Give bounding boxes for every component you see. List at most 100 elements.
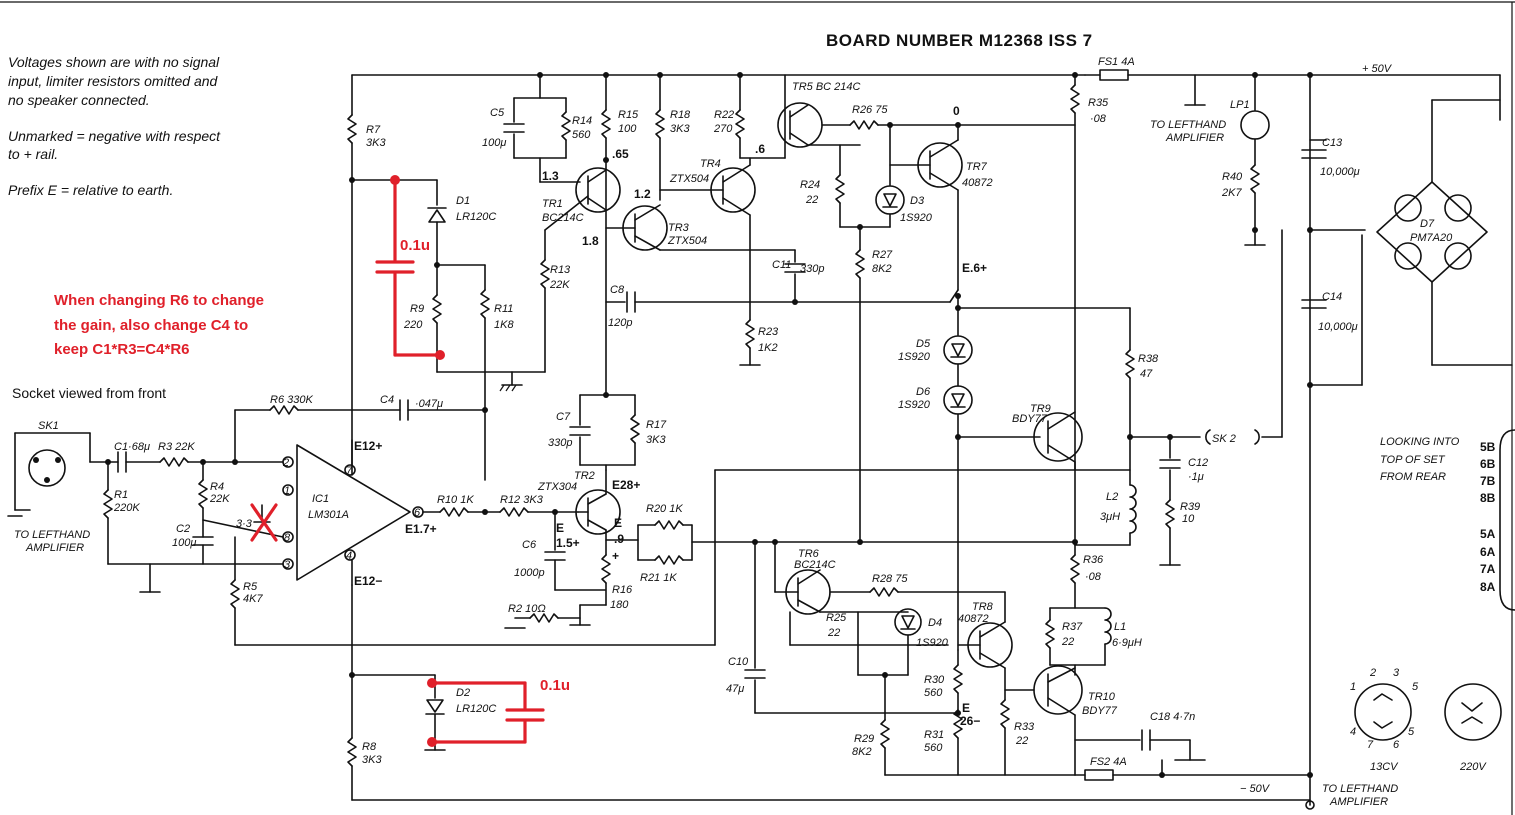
volt-26: 26−: [960, 714, 980, 728]
lbl-c4: C4: [380, 394, 394, 406]
ic1-opamp: [296, 444, 411, 581]
r18-resistor: [655, 109, 665, 139]
d4-diode-icon: [901, 615, 915, 629]
r31-resistor: [953, 709, 963, 739]
lbl-r25: R25: [826, 612, 847, 624]
lbl-d2: D2: [456, 687, 470, 699]
lbl-sk2: SK 2: [1212, 433, 1236, 445]
lbl-r11: R11: [494, 303, 513, 315]
lbl-r5v: 4K7: [243, 593, 263, 605]
din-pin-7: 7: [1367, 739, 1374, 751]
r23-resistor: [745, 319, 755, 349]
lbl-tr4v: ZTX504: [669, 173, 709, 185]
lbl-r14: R14: [572, 115, 592, 127]
r1-resistor: [103, 489, 113, 519]
volt-09: .9: [614, 532, 624, 546]
r29-resistor: [880, 719, 890, 749]
din-pin-5b: 5: [1408, 726, 1415, 738]
note-line-4: Unmarked = negative with respect: [8, 128, 221, 144]
r36-resistor: [1070, 554, 1080, 584]
lbl-r38: R38: [1138, 353, 1159, 365]
lbl-to-left-amp-bot: TO LEFTHAND: [1322, 783, 1398, 795]
lbl-l1v: 6·9μH: [1112, 637, 1142, 649]
lp1-lamp: [1240, 110, 1270, 140]
r26-resistor: [849, 120, 879, 130]
lbl-to-left-amp-in: TO LEFTHAND: [14, 529, 90, 541]
lbl-r36v: ·08: [1085, 571, 1102, 583]
lbl-d1v: LR120C: [456, 211, 496, 223]
volt-1-5: 1.5+: [556, 536, 580, 550]
lbl-d6v: 1S920: [898, 399, 931, 411]
r12-resistor: [499, 507, 529, 517]
r3-resistor: [159, 457, 189, 467]
lbl-r1v: 220K: [113, 502, 140, 514]
lbl-c7v: 330p: [548, 437, 572, 449]
lbl-c14: C14: [1322, 291, 1342, 303]
note-line-2: input, limiter resistors omitted and: [8, 73, 219, 89]
lbl-r5: R5: [243, 581, 258, 593]
lbl-d1: D1: [456, 195, 470, 207]
lbl-r40v: 2K7: [1221, 187, 1242, 199]
lbl-tr6: TR6: [798, 548, 820, 560]
volt-065: .65: [612, 147, 629, 161]
lbl-r17v: 3K3: [646, 434, 666, 446]
lbl-v13: 13CV: [1370, 761, 1399, 773]
lbl-r25v: 22: [827, 627, 840, 639]
din-pin-2: 2: [1369, 667, 1376, 679]
lbl-r27: R27: [872, 249, 893, 261]
lbl-r16: R16: [612, 584, 633, 596]
fs1-fuse: [1099, 69, 1129, 81]
lbl-c12v: ·1μ: [1188, 471, 1204, 483]
lbl-c11: C11: [772, 259, 791, 271]
lbl-r28: R28 75: [872, 573, 908, 585]
lbl-r16v: 180: [610, 599, 629, 611]
din-pin-5: 5: [1412, 681, 1419, 693]
din-pin-3: 3: [1393, 667, 1400, 679]
annotation-line-2: the gain, also change C4 to: [54, 317, 248, 334]
lbl-fs1: FS1 4A: [1098, 56, 1135, 68]
r4-resistor: [198, 479, 208, 509]
lbl-c12: C12: [1188, 457, 1208, 469]
lbl-r14v: 560: [572, 129, 591, 141]
r8-resistor: [347, 737, 357, 767]
lbl-r13: R13: [550, 264, 571, 276]
lbl-r33: R33: [1014, 721, 1035, 733]
sk2-jack: [1205, 429, 1211, 445]
volt-e2: E: [614, 516, 622, 530]
r37-resistor: [1045, 619, 1055, 649]
lbl-ic1: IC1: [312, 493, 329, 505]
lbl-d4: D4: [928, 617, 942, 629]
lbl-c2v: 100μ: [172, 537, 196, 549]
lbl-c14v: 10,000μ: [1318, 321, 1358, 333]
lbl-d5v: 1S920: [898, 351, 931, 363]
d5-diode-icon: [951, 343, 965, 357]
lbl-r37: R37: [1062, 621, 1083, 633]
r39-resistor: [1165, 499, 1175, 529]
lbl-r23v: 1K2: [758, 342, 778, 354]
din-pin-6: 6: [1393, 739, 1400, 751]
socket-caption: Socket viewed from front: [12, 385, 166, 401]
lbl-tr8v: 40872: [958, 613, 989, 625]
lbl-r22v: 270: [713, 123, 733, 135]
lbl-r10: R10 1K: [437, 494, 474, 506]
r28-resistor: [869, 587, 899, 597]
tr2-transistor: [575, 489, 621, 535]
lbl-r29v: 8K2: [852, 746, 872, 758]
din-socket-220v: [1444, 683, 1502, 741]
r13-resistor: [540, 259, 550, 289]
lbl-r6: R6 330K: [270, 394, 313, 406]
added-cap-top-label: 0.1u: [400, 237, 430, 254]
lbl-looking2: TOP OF SET: [1380, 454, 1446, 466]
r30-resistor: [953, 664, 963, 694]
lbl-looking3: FROM REAR: [1380, 471, 1446, 483]
lbl-r9: R9: [410, 303, 424, 315]
lbl-tr4: TR4: [700, 158, 721, 170]
lbl-d7: D7: [1420, 218, 1435, 230]
added-cap-top: [375, 175, 445, 360]
tap-6a: 6A: [1480, 545, 1496, 559]
lbl-d2v: LR120C: [456, 703, 496, 715]
lbl-r40: R40: [1222, 171, 1243, 183]
lbl-r18: R18: [670, 109, 691, 121]
node-e28: E28+: [612, 478, 640, 492]
lbl-l1: L1: [1114, 621, 1126, 633]
